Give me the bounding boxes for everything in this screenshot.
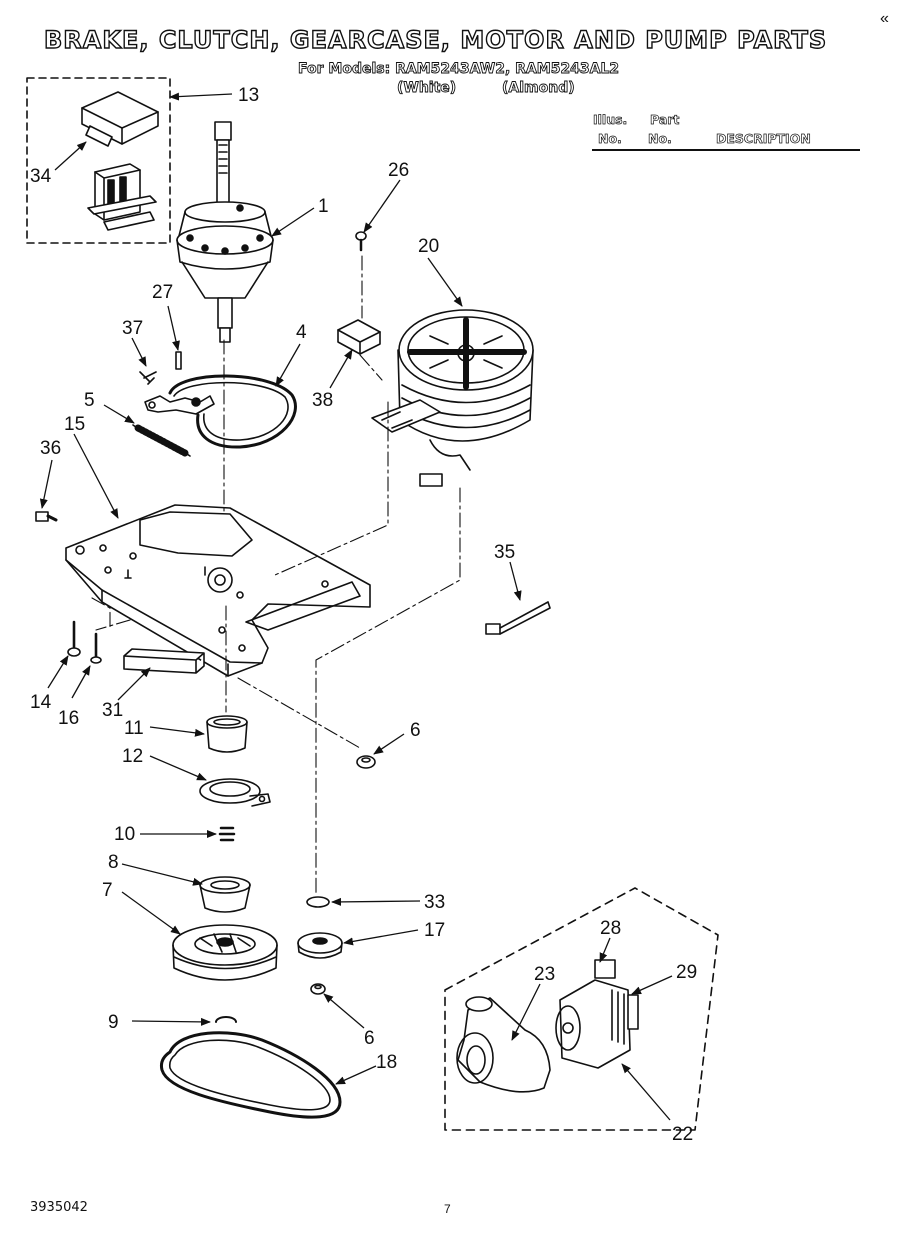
- spring: [132, 424, 191, 457]
- callout-20: 20: [418, 236, 439, 257]
- clip: [139, 371, 157, 385]
- washer: [306, 896, 330, 908]
- callout-13: 13: [238, 85, 259, 106]
- callout-12: 12: [122, 746, 143, 767]
- document-number: 3935042: [30, 1200, 88, 1215]
- pump-motor: [555, 959, 639, 1069]
- clutch-spring: [218, 826, 236, 842]
- callout-11: 11: [124, 718, 144, 739]
- callout-15: 15: [64, 414, 85, 435]
- callout-29: 29: [676, 962, 697, 983]
- screw-26: [355, 231, 367, 252]
- callout-4: 4: [296, 322, 307, 343]
- callout-14: 14: [30, 692, 52, 713]
- callout-36: 36: [40, 438, 61, 459]
- variant-white: (White): [397, 80, 457, 97]
- table-header-illus: Illus.: [593, 112, 628, 128]
- relay-switch: [87, 163, 157, 231]
- motor-grommet: [297, 932, 343, 959]
- mounting-bolt: [35, 511, 58, 522]
- nut-upper: [356, 755, 376, 769]
- callout-33: 33: [424, 892, 445, 913]
- drive-motor: [371, 309, 534, 487]
- callout-7: 7: [102, 880, 113, 901]
- screw-14: [67, 620, 81, 657]
- corner-mark: «: [880, 10, 889, 27]
- callout-18: 18: [376, 1052, 397, 1073]
- table-header-part: Part: [650, 112, 680, 128]
- callout-8: 8: [108, 852, 119, 873]
- brake-band: [144, 374, 297, 449]
- table-header-part-no: No.: [648, 131, 673, 147]
- gearcase: [176, 121, 274, 343]
- callout-16: 16: [58, 708, 79, 729]
- spacer: [123, 648, 205, 674]
- callout-22: 22: [672, 1124, 693, 1145]
- callout-5: 5: [84, 390, 95, 411]
- callout-6-upper: 6: [410, 720, 421, 741]
- callout-26: 26: [388, 160, 409, 181]
- relay-assembly-box: [26, 77, 171, 244]
- table-header-illus-no: No.: [598, 131, 623, 147]
- callout-27: 27: [152, 282, 173, 303]
- table-header-rule: [592, 149, 860, 151]
- pump-assembly-box: [444, 887, 719, 1131]
- retaining-ring: [215, 1016, 237, 1023]
- drive-belt: [160, 1031, 342, 1119]
- callout-10: 10: [114, 824, 135, 845]
- callout-28: 28: [600, 918, 621, 939]
- relay-cover: [81, 91, 159, 147]
- table-header-description: DESCRIPTION: [716, 131, 811, 147]
- callout-38: 38: [312, 390, 333, 411]
- callout-17: 17: [424, 920, 445, 941]
- page-title: BRAKE, CLUTCH, GEARCASE, MOTOR AND PUMP …: [43, 25, 828, 54]
- callout-9: 9: [108, 1012, 119, 1033]
- clutch-hub: [199, 876, 251, 913]
- assembly-guide-lines: [91, 255, 461, 896]
- long-bolt: [485, 601, 551, 635]
- callout-labels: 13 34 1 27 37 4 5 15 36 26 20 38 35 14 1…: [30, 85, 697, 1145]
- callout-35: 35: [494, 542, 515, 563]
- nut-lower: [310, 983, 326, 995]
- callout-34: 34: [30, 166, 52, 187]
- callout-1: 1: [318, 196, 329, 217]
- callout-leaders: [39, 92, 673, 1121]
- bearing: [206, 715, 248, 753]
- callout-37: 37: [122, 318, 143, 339]
- motor-bracket: [337, 319, 381, 355]
- variant-almond: (Almond): [502, 80, 576, 97]
- pulley: [172, 924, 278, 981]
- pump-housing: [456, 996, 551, 1093]
- screw-16: [90, 632, 102, 664]
- models-line: For Models: RAM5243AW2, RAM5243AL2: [298, 61, 620, 78]
- pin: [175, 351, 182, 370]
- page-number: 7: [444, 1202, 451, 1216]
- callout-6-lower: 6: [364, 1028, 375, 1049]
- bearing-bracket: [199, 778, 271, 807]
- callout-23: 23: [534, 964, 555, 985]
- base-plate: [65, 504, 371, 677]
- callout-31: 31: [102, 700, 123, 721]
